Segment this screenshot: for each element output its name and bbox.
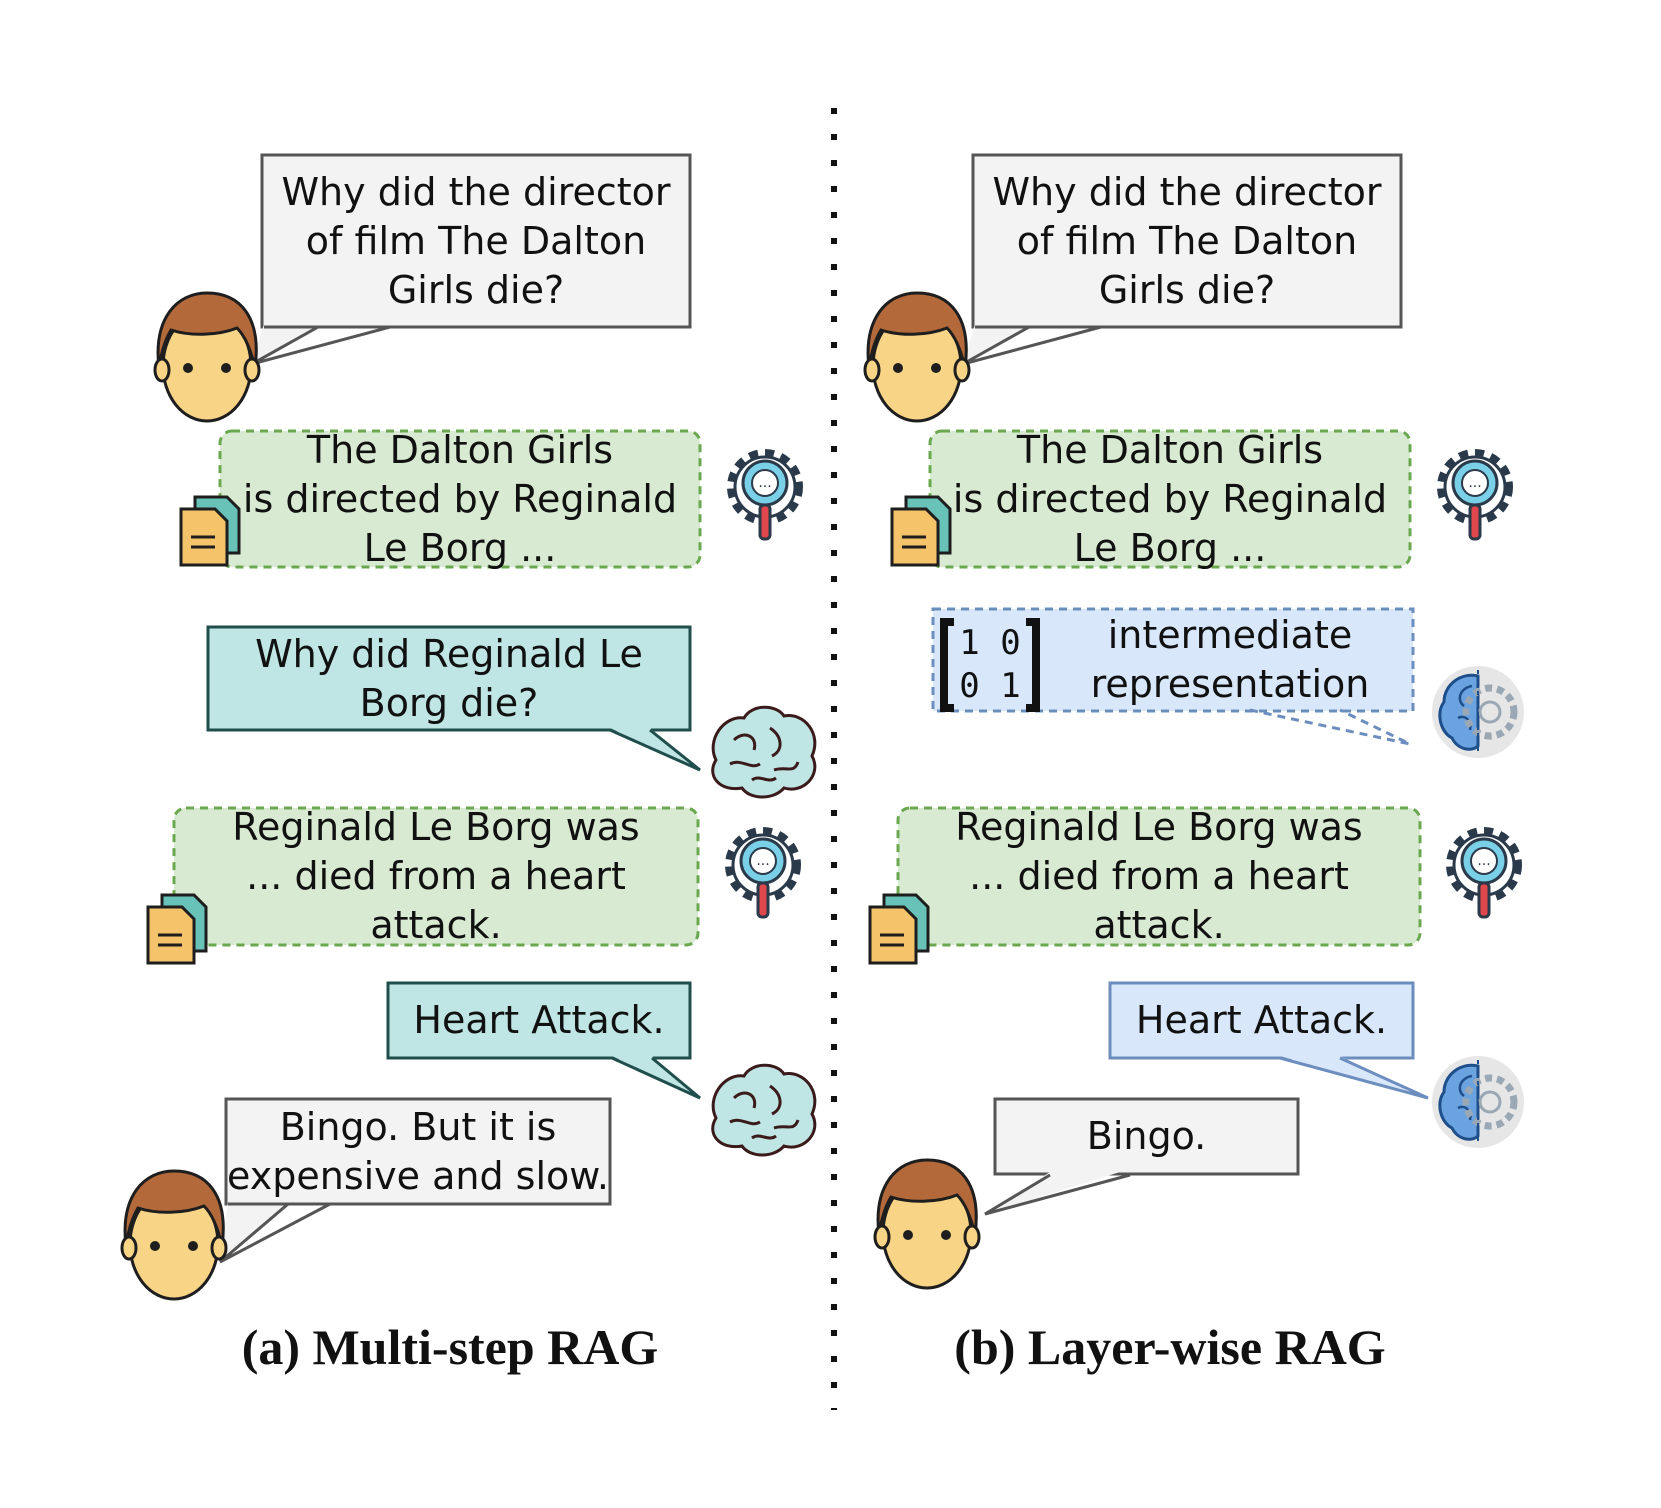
right-answer-text: Heart Attack. (1135, 998, 1388, 1042)
matrix-row-2: 0 1 (959, 666, 1021, 706)
right-feedback-text: Bingo. (1086, 1114, 1207, 1158)
left-retrieval-1-text: The Dalton Girls is directed by Reginald… (242, 427, 678, 570)
brain-gear-icon (1432, 666, 1524, 758)
left-subquestion-bubble (206, 625, 701, 772)
left-question-bubble (251, 153, 692, 366)
left-retrieval-2-text: Reginald Le Borg was ... died from a hea… (232, 805, 640, 947)
left-answer-bubble (386, 981, 701, 1100)
search-gear-icon (1441, 453, 1509, 539)
left-feedback-bubble (219, 1097, 612, 1264)
user-face-icon (120, 1169, 228, 1301)
search-gear-icon (1450, 831, 1518, 917)
right-caption: (b) Layer-wise RAG (954, 1319, 1386, 1375)
search-gear-icon (731, 453, 799, 539)
user-face-icon (153, 291, 261, 423)
right-question-bubble (962, 153, 1403, 366)
left-caption: (a) Multi-step RAG (241, 1319, 659, 1375)
right-retrieval-1-text: The Dalton Girls is directed by Reginald… (952, 427, 1388, 570)
user-face-icon (873, 1158, 981, 1290)
brain-icon (711, 705, 817, 799)
left-retrieval-2-box (172, 806, 700, 947)
right-intermediate-bubble (931, 607, 1415, 746)
right-retrieval-2-text: Reginald Le Borg was ... died from a hea… (955, 805, 1363, 947)
matrix-icon (940, 618, 1040, 712)
right-retrieval-2-box (896, 806, 1422, 947)
brain-gear-icon (1432, 1056, 1524, 1148)
brain-icon (711, 1063, 817, 1157)
left-answer-text: Heart Attack. (413, 998, 665, 1042)
left-subquestion-text: Why did Reginald Le Borg die? (255, 631, 643, 725)
left-feedback-text: Bingo. But it is expensive and slow. (227, 1104, 609, 1198)
user-face-icon (863, 291, 971, 423)
matrix-row-1: 1 0 (959, 623, 1021, 663)
right-answer-bubble (1108, 981, 1429, 1100)
search-gear-icon (729, 831, 797, 917)
right-question-text: Why did the director of film The Dalton … (992, 169, 1382, 312)
intermediate-representation-text: intermediate representation (1090, 613, 1370, 706)
left-question-text: Why did the director of film The Dalton … (281, 169, 671, 312)
right-feedback-bubble (984, 1097, 1300, 1216)
